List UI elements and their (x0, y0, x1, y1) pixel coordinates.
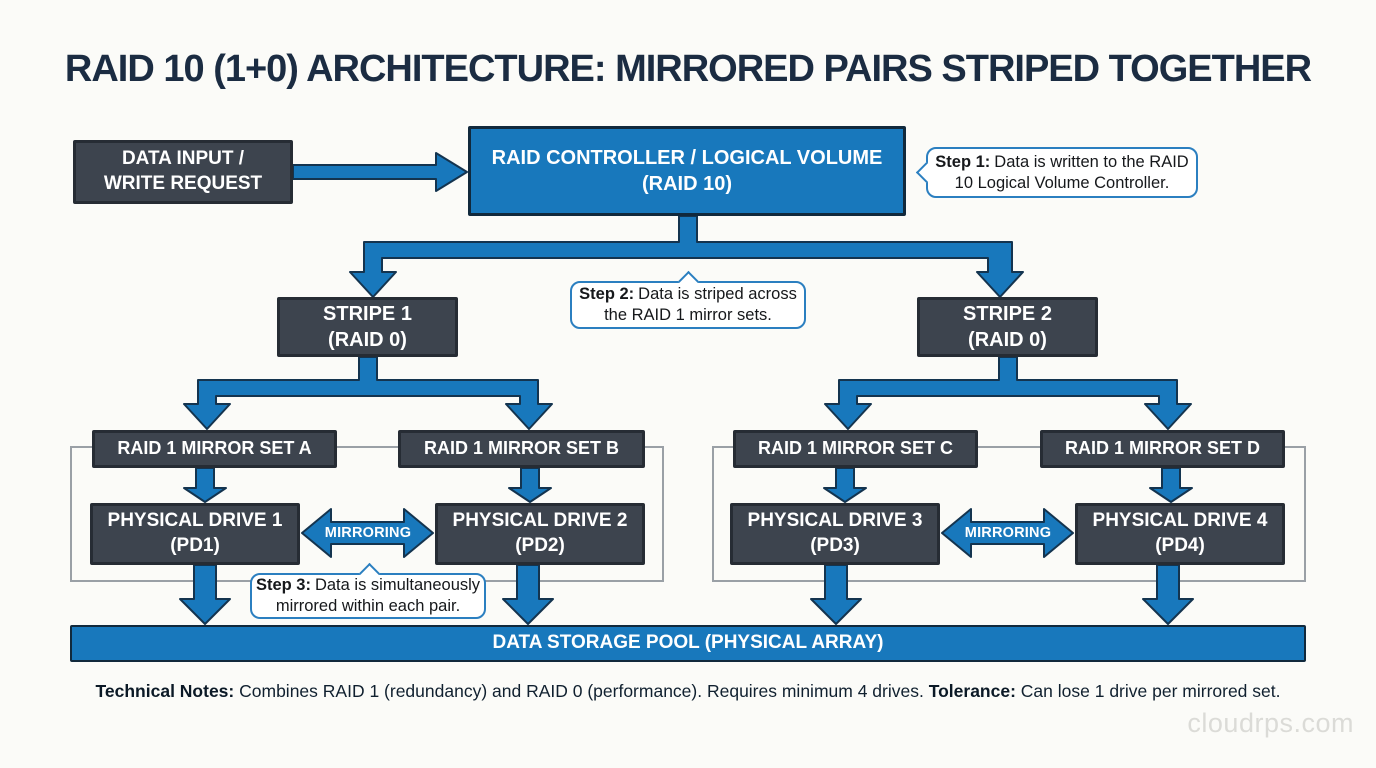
technical-notes: Technical Notes: Combines RAID 1 (redund… (0, 681, 1376, 702)
arrow-pd1-to-pool (179, 564, 231, 625)
node-label: RAID 1 MIRROR SET A (117, 438, 312, 459)
node-label: STRIPE 1 (323, 303, 412, 325)
physical-drive-1-box: PHYSICAL DRIVE 1 (PD1) (90, 503, 300, 565)
arrow-mirror-d-to-pd4 (1149, 467, 1193, 503)
callout-text: Step 3:Data is simultaneously mirrored w… (252, 575, 484, 617)
step-text: Data is striped across the RAID 1 mirror… (604, 285, 797, 324)
mirroring-arrow-right (941, 508, 1074, 558)
node-label: RAID 1 MIRROR SET C (757, 438, 953, 459)
step-label: Step 1: (935, 152, 991, 171)
node-label: (PD2) (515, 535, 565, 556)
mirroring-arrow-left (301, 508, 434, 558)
node-label: (RAID 0) (968, 329, 1047, 351)
step3-callout: Step 3:Data is simultaneously mirrored w… (250, 562, 486, 619)
step-text: Data is simultaneously mirrored within e… (275, 576, 481, 615)
node-label: PHYSICAL DRIVE 4 (1092, 510, 1268, 532)
stripe2-box: STRIPE 2 (RAID 0) (917, 297, 1098, 357)
node-label: (PD3) (810, 535, 860, 556)
step2-callout: Step 2:Data is striped across the RAID 1… (570, 270, 806, 329)
node-label: (RAID 10) (641, 173, 732, 195)
physical-drive-2-box: PHYSICAL DRIVE 2 (PD2) (435, 503, 645, 565)
physical-drive-4-box: PHYSICAL DRIVE 4 (PD4) (1075, 503, 1285, 565)
node-label: (PD1) (170, 535, 220, 556)
arrow-mirror-b-to-pd2 (508, 467, 552, 503)
raid-controller-box: RAID CONTROLLER / LOGICAL VOLUME (RAID 1… (468, 126, 906, 216)
notes-label: Tolerance: (928, 681, 1016, 701)
arrow-pd3-to-pool (810, 564, 862, 625)
mirror-set-b-box: RAID 1 MIRROR SET B (398, 430, 645, 468)
node-label: PHYSICAL DRIVE 3 (747, 510, 923, 532)
arrow-mirror-c-to-pd3 (823, 467, 867, 503)
node-label: STRIPE 2 (963, 303, 1052, 325)
notes-text: Combines RAID 1 (redundancy) and RAID 0 … (239, 681, 924, 701)
node-label: DATA INPUT / (121, 148, 245, 170)
arrow-mirror-a-to-pd1 (183, 467, 227, 503)
stripe1-box: STRIPE 1 (RAID 0) (277, 297, 458, 357)
callout-text: Step 1:Data is written to the RAID 10 Lo… (928, 152, 1196, 194)
node-label: RAID CONTROLLER / LOGICAL VOLUME (491, 147, 883, 169)
page-title: RAID 10 (1+0) ARCHITECTURE: MIRRORED PAI… (64, 48, 1312, 90)
arrow-stripe1-split (183, 356, 553, 430)
arrow-pd2-to-pool (502, 564, 554, 625)
step-text: Data is written to the RAID 10 Logical V… (954, 152, 1189, 192)
arrow-input-to-controller (292, 152, 468, 192)
node-label: RAID 1 MIRROR SET B (423, 438, 619, 459)
mirror-set-c-box: RAID 1 MIRROR SET C (733, 430, 978, 468)
callout-text: Step 2:Data is striped across the RAID 1… (572, 284, 804, 326)
mirroring-label-right: MIRRORING (964, 525, 1052, 541)
node-label: PHYSICAL DRIVE 2 (452, 510, 628, 532)
step-label: Step 3: (255, 576, 311, 595)
arrow-stripe2-split (824, 356, 1192, 430)
node-label: (PD4) (1155, 535, 1205, 556)
storage-pool-bar: DATA STORAGE POOL (PHYSICAL ARRAY) (70, 625, 1306, 662)
arrow-pd4-to-pool (1142, 564, 1194, 625)
data-input-box: DATA INPUT / WRITE REQUEST (73, 140, 293, 204)
notes-label: Technical Notes: (95, 681, 235, 701)
mirroring-label-left: MIRRORING (324, 525, 412, 541)
mirror-set-a-box: RAID 1 MIRROR SET A (92, 430, 337, 468)
mirror-set-d-box: RAID 1 MIRROR SET D (1040, 430, 1285, 468)
node-label: DATA STORAGE POOL (PHYSICAL ARRAY) (492, 632, 884, 654)
watermark: cloudrps.com (1187, 708, 1354, 738)
node-label: RAID 1 MIRROR SET D (1064, 438, 1260, 459)
node-label: WRITE REQUEST (103, 173, 263, 194)
mirror-group-frame-right (712, 446, 1306, 582)
notes-text: Can lose 1 drive per mirrored set. (1020, 681, 1281, 701)
physical-drive-3-box: PHYSICAL DRIVE 3 (PD3) (730, 503, 940, 565)
node-label: PHYSICAL DRIVE 1 (107, 510, 283, 532)
step1-callout: Step 1:Data is written to the RAID 10 Lo… (915, 147, 1198, 198)
step-label: Step 2: (579, 285, 635, 304)
node-label: (RAID 0) (328, 329, 407, 351)
